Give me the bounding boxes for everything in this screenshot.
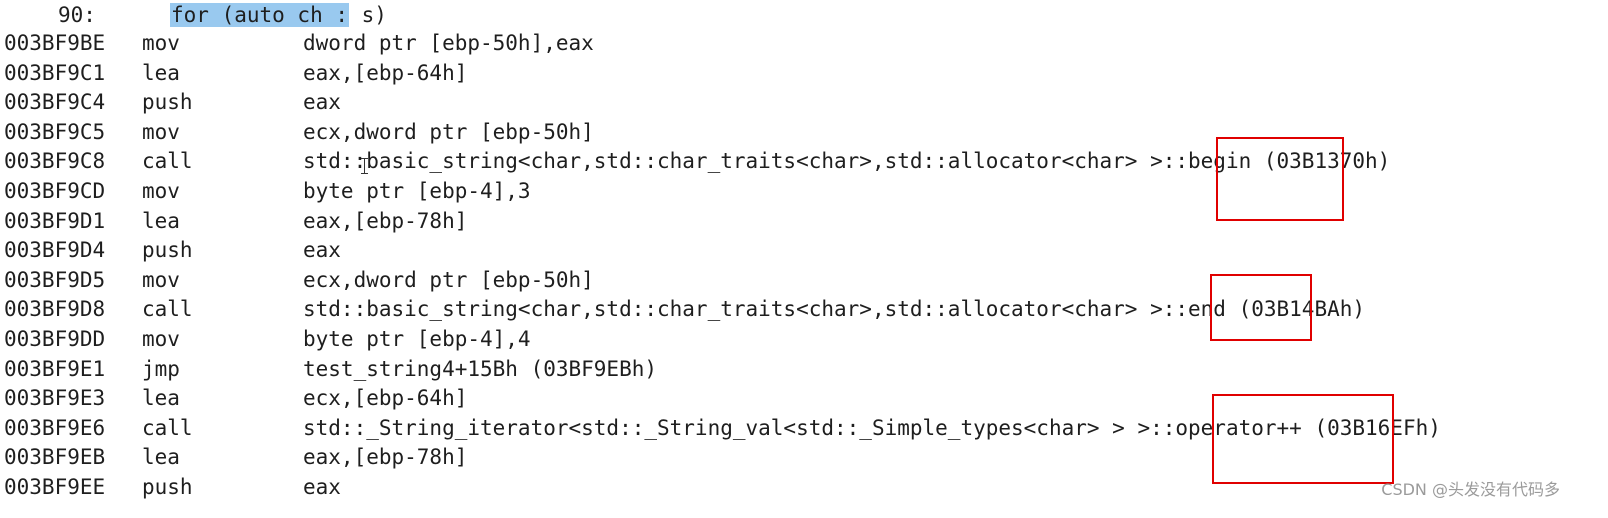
instruction-operands: eax (303, 90, 341, 115)
instruction-address: 003BF9D1 (4, 208, 106, 233)
instruction-address: 003BF9E6 (4, 415, 106, 440)
instruction-operands: ecx,[ebp-64h] (303, 386, 468, 411)
instruction-mnemonic: push (142, 90, 193, 115)
instruction-mnemonic: push (142, 475, 193, 499)
instruction-address: 003BF9C5 (4, 119, 106, 144)
annotation-box-end (1210, 274, 1312, 341)
instruction-address: 003BF9E3 (4, 386, 106, 411)
instruction-operands: eax,[ebp-78h] (303, 208, 468, 233)
instruction-mnemonic: call (142, 415, 193, 440)
instruction-mnemonic: mov (142, 31, 180, 55)
instruction-operands: dword ptr [ebp-50h],eax (303, 31, 594, 55)
instruction-operands: test_string4+15Bh (03BF9EBh) (303, 356, 658, 381)
instruction-mnemonic: push (142, 238, 193, 263)
source-line-code: for (auto ch : s) (170, 0, 387, 30)
instruction-operands: eax (303, 238, 341, 263)
instruction-mnemonic: lea (142, 386, 180, 411)
instruction-mnemonic: mov (142, 179, 180, 203)
instruction-operands: std::basic_string<char,std::char_traits<… (303, 149, 1391, 174)
instruction-address: 003BF9EB (4, 445, 106, 470)
instruction-address: 003BF9E1 (4, 356, 106, 381)
source-line[interactable]: 90: for (auto ch : s) (0, 0, 387, 30)
instruction-operands: std::basic_string<char,std::char_traits<… (303, 297, 1366, 322)
instruction-address: 003BF9D8 (4, 297, 106, 322)
instruction-operands: byte ptr [ebp-4],3 (303, 179, 531, 203)
source-line-selection[interactable]: for (auto ch : (170, 3, 350, 27)
watermark: CSDN @头发没有代码多 (1381, 480, 1560, 499)
instruction-mnemonic: mov (142, 267, 180, 292)
instruction-operands: std::_String_iterator<std::_String_val<s… (303, 415, 1441, 440)
instruction-address: 003BF9EE (4, 475, 106, 499)
instruction-address: 003BF9D5 (4, 267, 106, 292)
instruction-operands: ecx,dword ptr [ebp-50h] (303, 119, 594, 144)
instruction-operands: eax,[ebp-64h] (303, 60, 468, 85)
instruction-mnemonic: mov (142, 119, 180, 144)
instruction-operands: eax,[ebp-78h] (303, 445, 468, 470)
instruction-address: 003BF9C4 (4, 90, 106, 115)
instruction-operands: ecx,dword ptr [ebp-50h] (303, 267, 594, 292)
annotation-box-begin (1216, 137, 1344, 221)
instruction-address: 003BF9BE (4, 31, 106, 55)
instruction-mnemonic: lea (142, 60, 180, 85)
instruction-address: 003BF9C8 (4, 149, 106, 174)
instruction-mnemonic: call (142, 297, 193, 322)
source-line-code-rest: s) (349, 3, 387, 27)
instruction-address: 003BF9D4 (4, 238, 106, 263)
instruction-operands: eax (303, 475, 341, 499)
instruction-mnemonic: mov (142, 327, 180, 351)
instruction-operands: byte ptr [ebp-4],4 (303, 327, 531, 351)
instruction-mnemonic: lea (142, 208, 180, 233)
text-cursor-icon (361, 158, 368, 174)
instruction-mnemonic: jmp (142, 356, 180, 381)
instruction-mnemonic: lea (142, 445, 180, 470)
instruction-address: 003BF9DD (4, 327, 106, 351)
source-line-number: 90: (58, 3, 96, 27)
instruction-address: 003BF9C1 (4, 60, 106, 85)
annotation-box-operator-increment (1212, 394, 1394, 484)
instruction-mnemonic: call (142, 149, 193, 174)
instruction-address: 003BF9CD (4, 179, 106, 203)
